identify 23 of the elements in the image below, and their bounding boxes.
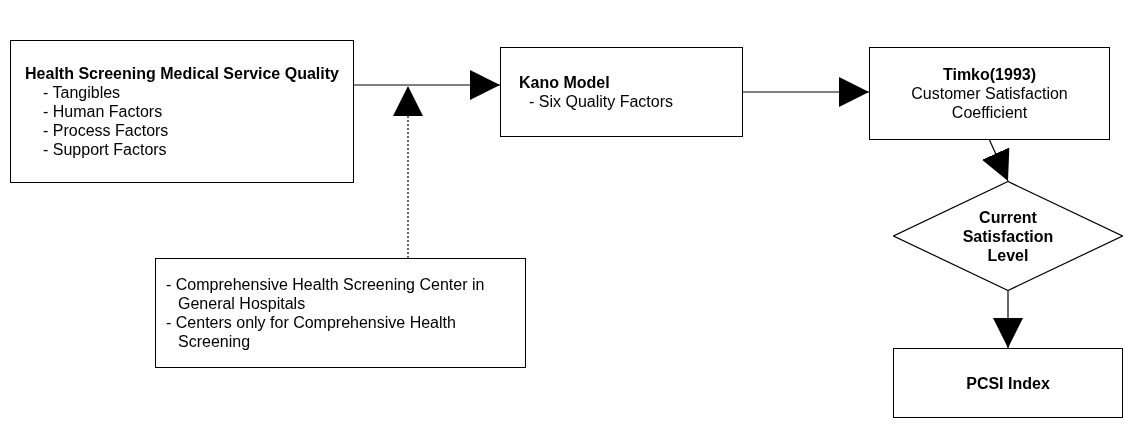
body-text: - Process Factors [42,121,170,140]
body-text: - Centers only for Comprehensive Health Screening [166,313,457,351]
heading-text: PCSI Index [965,373,1051,393]
arrow [993,290,1023,349]
heading-text: Timko(1993) [941,65,1038,84]
arrow [982,139,1010,182]
heading-text: Current Satisfaction Level [961,207,1055,265]
process-box [869,47,1110,140]
body-text: - Tangibles [42,83,122,102]
process-box [500,47,743,137]
dotted-arrow [393,85,423,259]
body-text: - Six Quality Factors [528,92,675,111]
process-box [10,40,354,183]
body-text: - Support Factors [42,140,168,159]
heading-text: Health Screening Medical Service Quality [24,64,340,83]
body-text: - Comprehensive Health Screening Center in General Hospitals [166,275,486,313]
arrow [742,77,870,107]
body-text: Customer Satisfaction Coefficient [910,84,1069,122]
body-text: - Human Factors [42,102,164,121]
heading-text: Kano Model [518,73,611,92]
process-box [893,348,1123,418]
arrow [353,70,501,100]
process-box [155,258,526,368]
